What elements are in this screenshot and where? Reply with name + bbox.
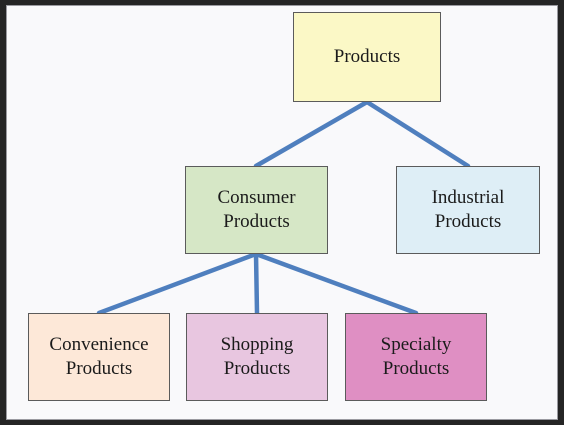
node-shopping-products-label: Shopping Products (220, 334, 294, 379)
node-convenience-products-label: Convenience Products (49, 334, 149, 379)
node-industrial-products-label: Industrial Products (431, 187, 505, 232)
node-consumer-products-label: Consumer Products (217, 187, 296, 232)
node-consumer-products: Consumer Products (185, 166, 328, 254)
node-products-label: Products (333, 46, 401, 67)
node-industrial-products: Industrial Products (396, 166, 540, 254)
node-products: Products (293, 12, 441, 102)
node-convenience-products: Convenience Products (28, 313, 170, 401)
node-shopping-products: Shopping Products (186, 313, 328, 401)
node-specialty-products: Specialty Products (345, 313, 487, 401)
node-specialty-products-label: Specialty Products (380, 334, 452, 379)
